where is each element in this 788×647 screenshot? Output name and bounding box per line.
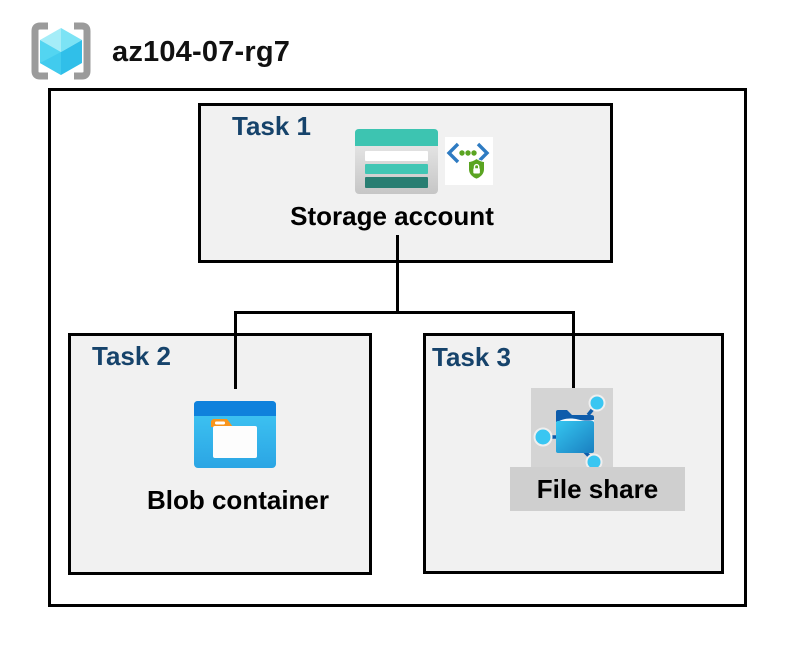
connector-horizontal [234, 311, 575, 314]
task2-label: Task 2 [92, 341, 172, 371]
task3-label: Task 3 [432, 342, 512, 372]
service-endpoint-lock-icon [445, 137, 493, 185]
file-share-icon [533, 394, 606, 471]
storage-account-icon [355, 129, 438, 194]
blob-container-icon [194, 401, 276, 468]
connector-to-file-share [572, 311, 575, 388]
file-share-icon-highlight [531, 388, 613, 471]
file-share-label-highlight: File share [510, 467, 685, 511]
task1-box: Task 1 Storage account [198, 103, 613, 263]
task1-label: Task 1 [232, 111, 312, 141]
file-share-label: File share [536, 473, 659, 504]
blob-container-label: Blob container [146, 485, 329, 515]
resource-group-icon [31, 22, 91, 80]
resource-group-name: az104-07-rg7 [112, 36, 291, 68]
storage-account-label: Storage account [290, 201, 494, 231]
connector-to-blob-container [234, 311, 237, 389]
connector-storage-stem [396, 235, 399, 313]
task2-box: Task 2 Blob container [68, 333, 372, 575]
